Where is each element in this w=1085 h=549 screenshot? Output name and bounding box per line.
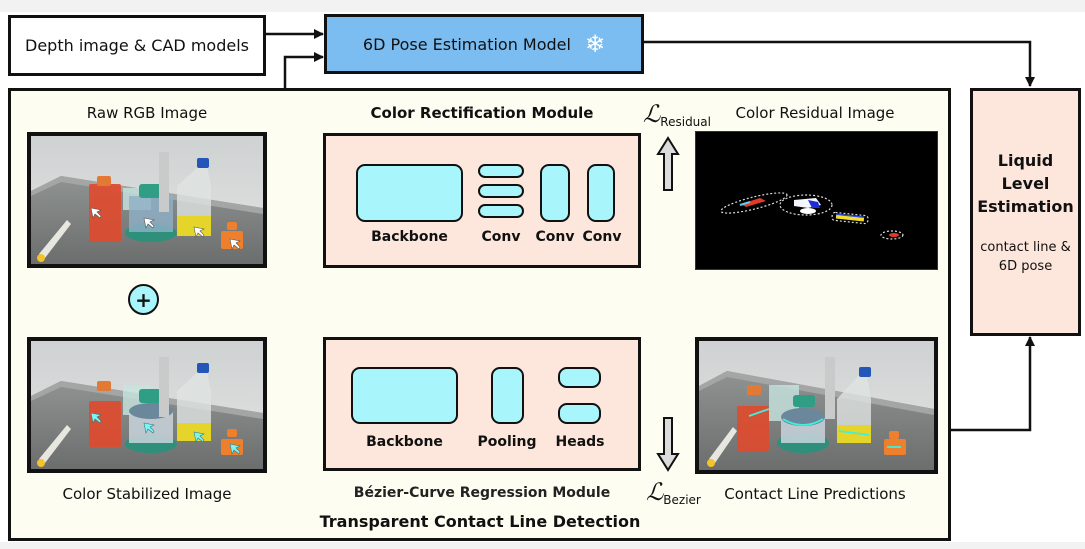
bezier-backbone-label: Backbone xyxy=(366,434,443,450)
red-flask xyxy=(89,184,121,242)
residual-loss-subscript: Residual xyxy=(660,115,711,129)
residual-blob-red-flask xyxy=(720,192,788,214)
bezier-loss-label: ℒBezier xyxy=(646,478,701,507)
residual-loss-symbol: ℒ xyxy=(643,100,661,128)
liquid-level-estimation-box: Liquid Level Estimation contact line & 6… xyxy=(970,88,1081,336)
contact-line-label: Contact Line Predictions xyxy=(724,485,906,503)
bezier-loss-subscript: Bezier xyxy=(663,493,701,507)
bezier-pooling-block xyxy=(491,367,524,424)
residual-blob-blue-bottle xyxy=(779,194,833,216)
residual-loss-up-arrow xyxy=(656,136,680,191)
fusion-add-icon: + xyxy=(128,284,159,315)
raw-rgb-image xyxy=(27,132,267,268)
bezier-loss-down-arrow xyxy=(656,417,680,472)
color-stabilized-label: Color Stabilized Image xyxy=(62,485,232,503)
contact-line-red-flask xyxy=(748,408,770,417)
panel-title: Transparent Contact Line Detection xyxy=(319,512,641,531)
bezier-loss-symbol: ℒ xyxy=(646,478,664,506)
raw-rgb-label: Raw RGB Image xyxy=(86,104,208,122)
rectification-conv1-block-b xyxy=(478,184,524,198)
depth-cad-input-box: Depth image & CAD models xyxy=(8,15,266,76)
bezier-pooling-label: Pooling xyxy=(477,434,537,450)
rectification-backbone-label: Backbone xyxy=(371,229,448,245)
bezier-module-title: Bézier-Curve Regression Module xyxy=(353,485,611,501)
color-residual-image xyxy=(695,131,938,270)
pose-estimation-model-box: 6D Pose Estimation Model ❄ xyxy=(324,14,644,74)
bezier-heads-label: Heads xyxy=(555,434,605,450)
residual-blob-yellow-flask xyxy=(831,211,869,225)
rectification-backbone-block xyxy=(356,164,463,222)
contact-line-predictions-image xyxy=(695,337,938,474)
residual-image-label: Color Residual Image xyxy=(735,104,895,122)
depth-cad-label: Depth image & CAD models xyxy=(25,36,249,55)
arrow-pose-to-liquid xyxy=(643,40,1035,87)
color-rectification-title: Color Rectification Module xyxy=(370,104,594,122)
contact-line-yellow-flask xyxy=(838,430,870,436)
rectification-conv3-label: Conv xyxy=(582,229,622,245)
pose-model-label: 6D Pose Estimation Model xyxy=(362,34,571,54)
liquid-level-title-3: Estimation xyxy=(977,196,1074,216)
color-stabilized-image xyxy=(27,337,267,473)
residual-blob-orange-flask xyxy=(880,230,904,240)
liquid-level-detail-2: 6D pose xyxy=(998,258,1053,274)
liquid-level-title-2: Level xyxy=(1001,173,1050,193)
bezier-heads-block-b xyxy=(558,403,601,424)
rectification-conv1-label: Conv xyxy=(481,229,521,245)
rectification-conv1-block-c xyxy=(478,204,524,218)
fusion-operator: + xyxy=(135,287,152,312)
liquid-level-detail-1: contact line & xyxy=(980,239,1071,255)
rectification-conv1-block-a xyxy=(478,164,524,178)
rectification-conv3-block xyxy=(587,164,615,222)
residual-loss-label: ℒResidual xyxy=(643,100,711,129)
liquid-level-title-1: Liquid xyxy=(997,150,1054,170)
bezier-heads-block-a xyxy=(558,367,601,388)
rectification-conv2-label: Conv xyxy=(535,229,575,245)
rectification-conv2-block xyxy=(540,164,570,222)
arrow-contact-to-liquid xyxy=(937,336,1035,432)
bezier-backbone-block xyxy=(351,367,458,424)
contact-line-blue-bottle xyxy=(782,418,824,426)
snowflake-icon: ❄ xyxy=(584,30,606,58)
